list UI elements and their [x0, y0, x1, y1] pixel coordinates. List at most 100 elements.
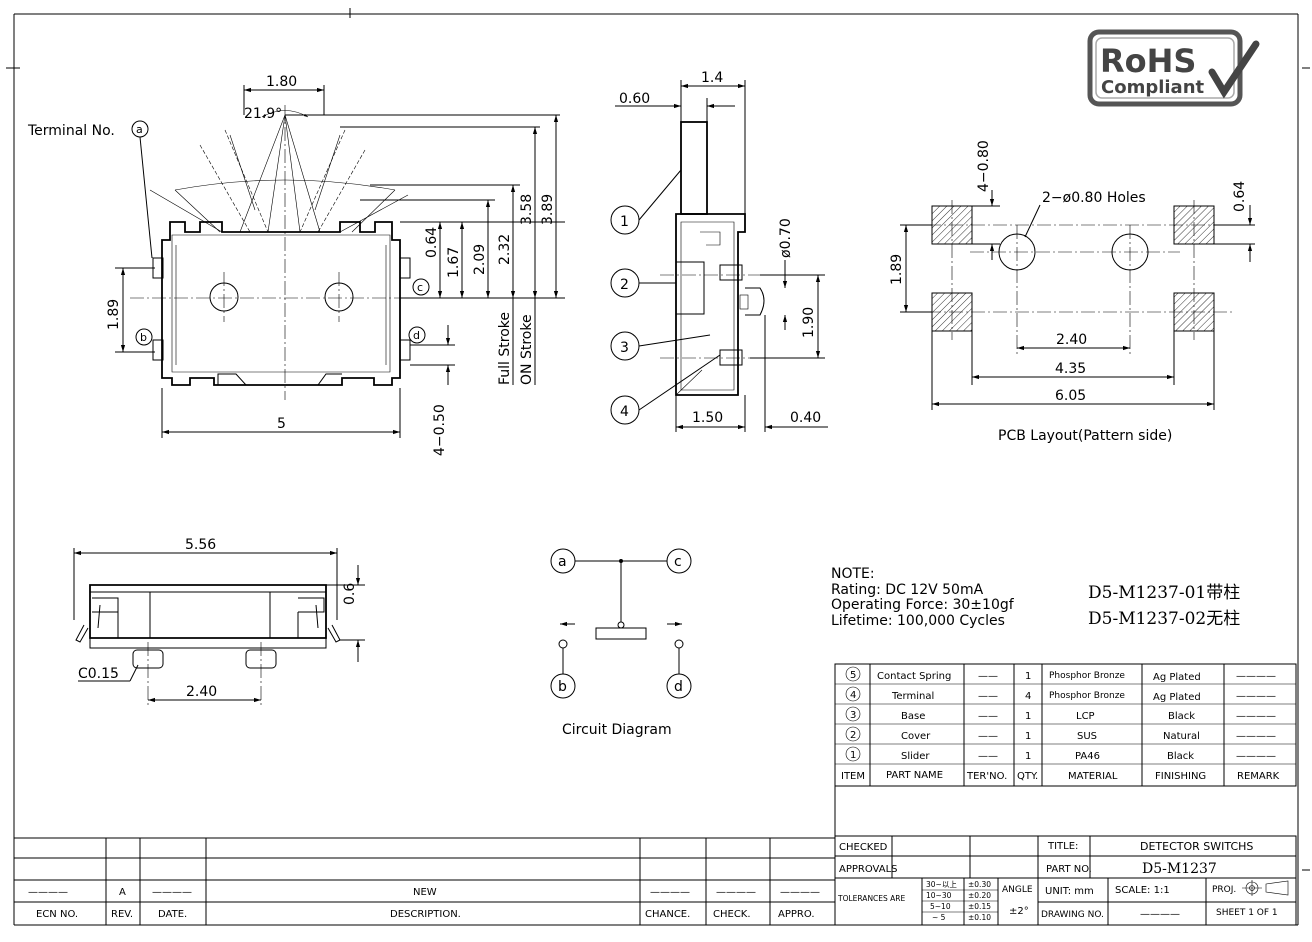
dim-c0-15: C0.15	[78, 666, 119, 682]
svg-text:——: ——	[978, 731, 998, 742]
check-icon	[1208, 40, 1260, 99]
terminal-label: Terminal No.	[27, 123, 115, 139]
svg-text:1: 1	[1025, 711, 1031, 722]
tol-range: ~ 5	[932, 913, 946, 922]
dim-4-0-50: 4−0.50	[432, 404, 448, 456]
svg-text:Ag Plated: Ag Plated	[1153, 672, 1201, 683]
svg-text:Black: Black	[1167, 751, 1194, 762]
dim-0-40: 0.40	[790, 410, 821, 426]
svg-text:——: ——	[978, 671, 998, 682]
sheet-label: SHEET 1 OF 1	[1216, 908, 1278, 918]
svg-text:——: ——	[978, 751, 998, 762]
svg-text:1: 1	[1025, 671, 1031, 682]
svg-text:SUS: SUS	[1077, 731, 1097, 742]
bom-row: 5 Contact Spring —— 1 Phosphor Bronze Ag…	[850, 670, 1276, 683]
approvals-label: APPROVALS	[839, 864, 898, 875]
callout-1: 1	[620, 214, 629, 230]
dim-2-09: 2.09	[472, 244, 488, 275]
dim-1-4: 1.4	[701, 70, 723, 86]
pcb-layout: 4−0.80 2−ø0.80 Holes 0.64 1.89 2.40 4.35…	[889, 140, 1255, 444]
title-value: DETECTOR SWITCHS	[1140, 840, 1253, 853]
tol-value: ±0.30	[968, 880, 991, 889]
svg-text:1: 1	[1025, 731, 1031, 742]
svg-text:QTY.: QTY.	[1017, 771, 1038, 782]
rohs-subtitle: Compliant	[1101, 77, 1205, 98]
circuit-caption: Circuit Diagram	[562, 722, 672, 738]
svg-text:PART NAME: PART NAME	[886, 770, 943, 781]
dim-pcb-6-05: 6.05	[1055, 388, 1086, 404]
pcb-caption: PCB Layout(Pattern side)	[998, 428, 1172, 444]
bom-row: 4 Terminal —— 4 Phosphor Bronze Ag Plate…	[850, 690, 1276, 703]
dim-0-60: 0.60	[619, 91, 650, 107]
holes-label: 2−ø0.80 Holes	[1042, 190, 1146, 206]
svg-text:3: 3	[850, 710, 856, 721]
note-rating: Rating: DC 12V 50mA	[831, 582, 984, 598]
svg-text:APPRO.: APPRO.	[778, 909, 815, 920]
notes: NOTE: Rating: DC 12V 50mA Operating Forc…	[831, 566, 1240, 629]
svg-text:LCP: LCP	[1076, 711, 1095, 722]
dim-1-50: 1.50	[692, 410, 723, 426]
svg-text:Natural: Natural	[1163, 731, 1200, 742]
svg-text:MATERIAL: MATERIAL	[1068, 771, 1118, 782]
dim-angle: 21.9°	[244, 106, 282, 122]
svg-text:DESCRIPTION.: DESCRIPTION.	[390, 909, 461, 920]
svg-text:ECN NO.: ECN NO.	[36, 909, 78, 920]
svg-text:REV.: REV.	[111, 909, 133, 920]
svg-text:————: ————	[28, 887, 68, 898]
dim-5: 5	[277, 416, 286, 432]
svg-text:PA46: PA46	[1075, 751, 1100, 762]
bom-row: 1 Slider —— 1 PA46 Black ————	[850, 750, 1276, 762]
tolerances-label: TOLERANCES ARE	[837, 894, 906, 903]
svg-text:——: ——	[978, 691, 998, 702]
dim-1-67: 1.67	[446, 247, 462, 278]
svg-text:4: 4	[1025, 691, 1031, 702]
dim-front-2-40: 2.40	[186, 684, 217, 700]
drawing-no-label: DRAWING NO.	[1041, 910, 1104, 920]
svg-text:TER'NO.: TER'NO.	[966, 771, 1007, 782]
checked-label: CHECKED	[839, 842, 888, 853]
side-view: 1.4 0.60 ø0.70 1.90 1.50 0.40 1 2 3 4	[610, 70, 828, 432]
dim-1-80: 1.80	[266, 74, 297, 90]
svg-text:CHANCE.: CHANCE.	[645, 909, 690, 920]
svg-text:————: ————	[1236, 751, 1276, 762]
dim-pcb-1-89: 1.89	[889, 254, 905, 285]
part-no-label: PART NO.	[1046, 864, 1092, 875]
callout-4: 4	[620, 404, 629, 420]
angle-label: ANGLE	[1002, 885, 1033, 895]
bom-row: 2 Cover —— 1 SUS Natural ————	[850, 730, 1276, 742]
dim-0-64: 0.64	[424, 227, 440, 258]
dim-3-58: 3.58	[519, 194, 535, 225]
svg-text:Slider: Slider	[901, 751, 930, 762]
note-lifetime: Lifetime: 100,000 Cycles	[831, 613, 1005, 629]
svg-text:NEW: NEW	[413, 887, 437, 898]
tol-range: 30~以上	[926, 880, 957, 889]
rohs-title: RoHS	[1100, 42, 1196, 80]
dim-pad-0-80: 4−0.80	[976, 140, 992, 192]
svg-text:——: ——	[978, 711, 998, 722]
dim-1-89-left: 1.89	[106, 299, 122, 330]
svg-text:FINISHING: FINISHING	[1155, 771, 1206, 782]
revision-block: ———— A ———— NEW ———— ———— ———— ECN NO. R…	[14, 837, 835, 925]
svg-text:Ag Plated: Ag Plated	[1153, 692, 1201, 703]
svg-text:1: 1	[1025, 751, 1031, 762]
part-no-value: D5-M1237	[1142, 861, 1217, 877]
title-label: TITLE:	[1047, 841, 1078, 852]
bom-row: 3 Base —— 1 LCP Black ————	[850, 710, 1276, 722]
terminal-a: a	[136, 123, 143, 136]
bom-table: 5 Contact Spring —— 1 Phosphor Bronze Ag…	[834, 663, 1297, 836]
terminal-c: c	[417, 281, 423, 294]
model-01: D5-M1237-01带柱	[1088, 583, 1240, 603]
full-stroke-label: Full Stroke	[497, 312, 513, 385]
angle-value: ±2°	[1009, 906, 1029, 917]
dim-pcb-4-35: 4.35	[1055, 361, 1086, 377]
unit-label: UNIT: mm	[1045, 886, 1094, 897]
callout-3: 3	[620, 340, 629, 356]
revision-row: ———— A ———— NEW ———— ———— ————	[28, 887, 820, 898]
tol-value: ±0.20	[968, 891, 991, 900]
dim-1-90: 1.90	[801, 307, 817, 338]
scale-label: SCALE: 1:1	[1115, 885, 1170, 896]
dim-0-6: 0.6	[342, 583, 358, 605]
dim-dia-0-70: ø0.70	[778, 218, 794, 258]
proj-label: PROJ.	[1212, 885, 1236, 895]
